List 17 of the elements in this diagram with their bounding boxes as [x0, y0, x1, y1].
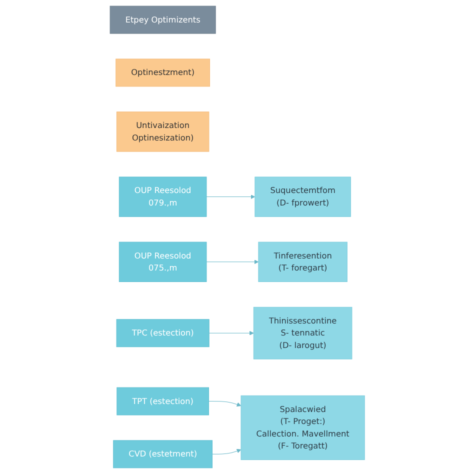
- node-box: Etpey Optimizents: [109, 6, 216, 34]
- arrow: [208, 330, 254, 336]
- node-box: Thinissescontine S- tennatic (D- larogut): [253, 306, 352, 360]
- node-box: OUP Reesolod 079.,m: [118, 176, 206, 217]
- node-box: TPT (estection): [116, 387, 209, 416]
- node-box: OUP Reesolod 075.,m: [118, 242, 206, 282]
- arrow: [208, 401, 241, 407]
- node-box: TPC (estection): [116, 319, 209, 348]
- arrow: [206, 260, 258, 264]
- node-box: Spalacwied (T- Proget:) Callection. Mavellment (F- Toregatt): [240, 395, 364, 460]
- node-box: Optinestzment): [115, 58, 210, 87]
- node-box: Untivaization Optinesization): [116, 112, 209, 152]
- arrow: [212, 448, 241, 454]
- node-box: Suquectemtfom (D- fprowert): [254, 176, 351, 217]
- node-box: Tinferesention (T- foregart): [258, 242, 348, 282]
- node-box: CVD (estetment): [112, 440, 212, 468]
- arrow: [206, 194, 255, 200]
